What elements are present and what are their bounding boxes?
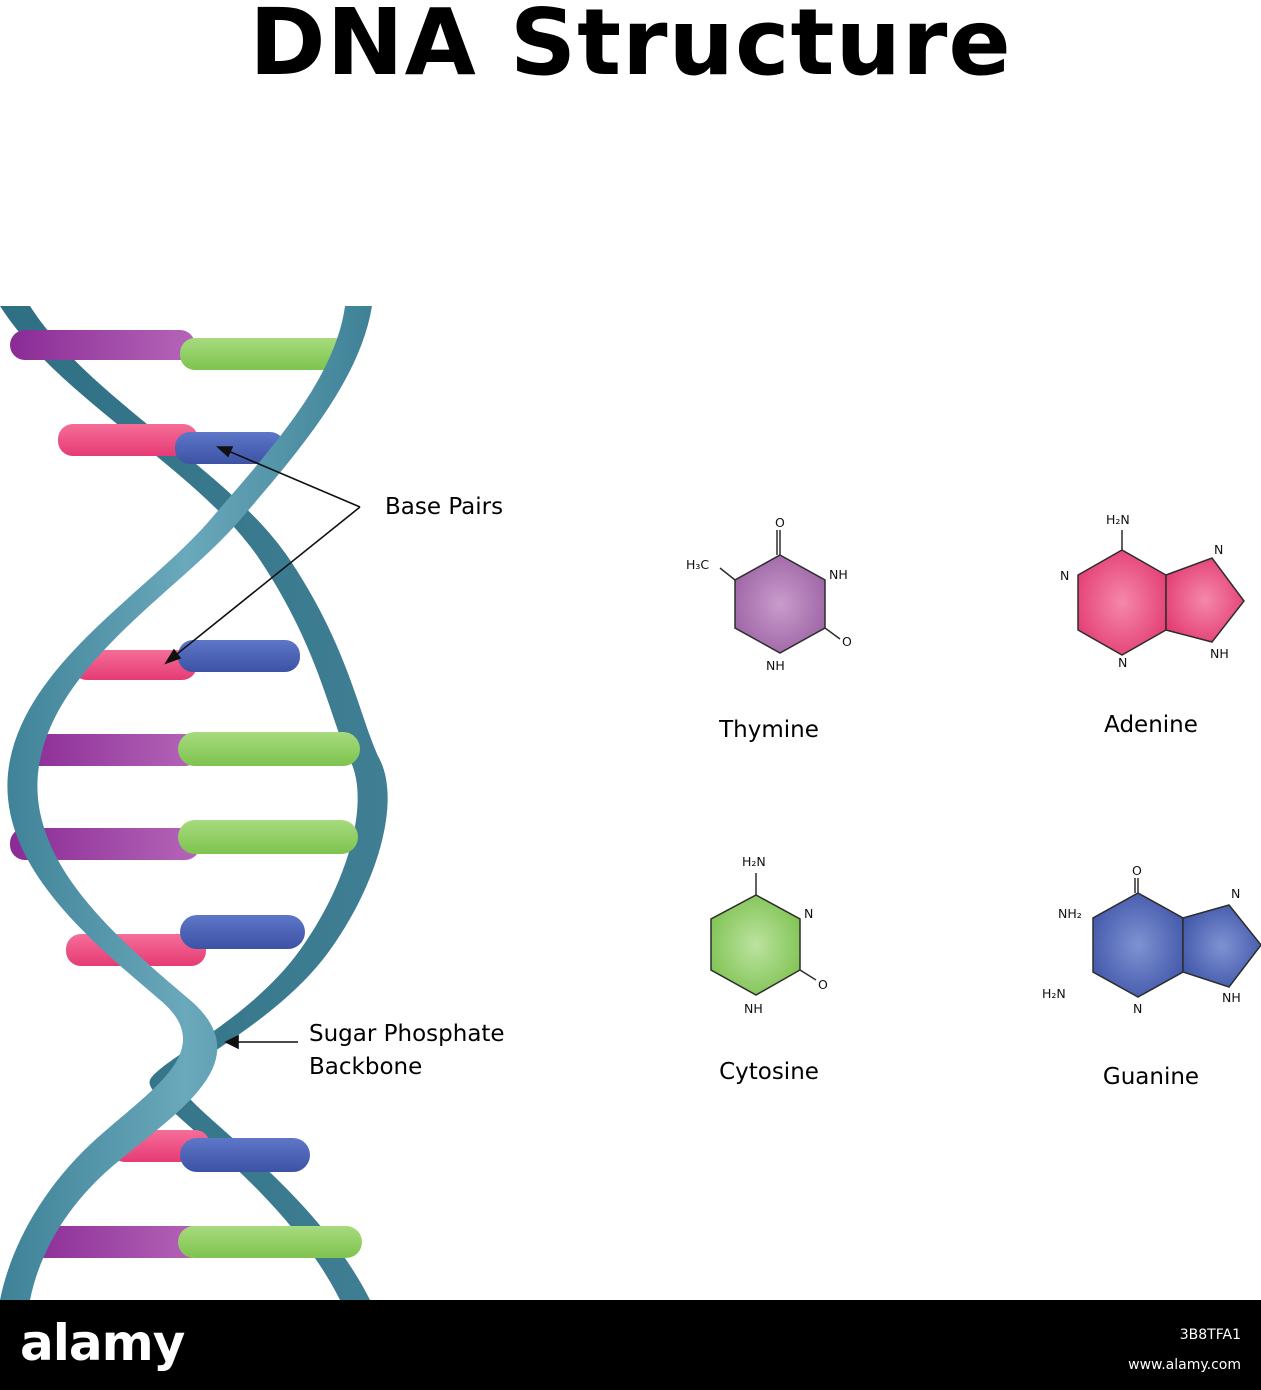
guanine-atom-h2n: H₂N	[1042, 986, 1066, 1001]
base-pair-3	[72, 640, 300, 680]
thymine-atom-o-top: O	[775, 515, 785, 530]
adenine-structure: H₂N N N N NH	[1060, 512, 1245, 670]
cytosine-atom-h2n: H₂N	[742, 854, 766, 869]
thymine-atom-nh-bottom: NH	[766, 658, 785, 673]
cytosine-atom-o: O	[818, 977, 828, 992]
base-pair-1	[10, 330, 350, 370]
base-pair-7	[110, 1130, 310, 1172]
footer-url: www.alamy.com	[1128, 1357, 1241, 1373]
guanine-atom-nh: NH	[1222, 990, 1241, 1005]
cytosine-atom-nh: NH	[744, 1001, 763, 1016]
base-pairs-arrows	[164, 446, 361, 665]
backbone-label-line1: Sugar Phosphate	[309, 1021, 505, 1047]
guanine-label: Guanine	[1102, 1064, 1200, 1090]
base-pair-5	[10, 820, 358, 860]
image-id: 3B8TFA1	[1179, 1327, 1241, 1343]
guanine-structure: O NH₂ H₂N N N NH	[1042, 863, 1261, 1016]
guanine-atom-o: O	[1132, 863, 1142, 878]
guanine-atom-n-top-right: N	[1231, 886, 1240, 901]
base-pair-4	[20, 732, 360, 766]
alamy-logo: alamy	[20, 1314, 185, 1372]
adenine-atom-nh: NH	[1210, 646, 1229, 661]
guanine-atom-n-bottom: N	[1133, 1001, 1142, 1016]
adenine-atom-n-bottom: N	[1118, 655, 1127, 670]
cytosine-structure: H₂N N O NH	[710, 854, 828, 1016]
adenine-label: Adenine	[1104, 712, 1198, 738]
base-pair-8	[24, 1226, 362, 1258]
thymine-atom-h3c: H₃C	[686, 557, 709, 572]
thymine-atom-nh: NH	[829, 567, 848, 582]
guanine-atom-nh2: NH₂	[1058, 906, 1082, 921]
adenine-atom-h2n: H₂N	[1106, 512, 1130, 527]
thymine-atom-o-right: O	[842, 634, 852, 649]
page-title: DNA Structure	[249, 0, 1012, 96]
backbone-strand-front	[0, 306, 372, 1300]
thymine-label: Thymine	[719, 717, 819, 743]
watermark-footer: alamy 3B8TFA1 www.alamy.com	[0, 1300, 1261, 1390]
backbone-arrow	[224, 1034, 298, 1050]
adenine-atom-n-top-right: N	[1214, 542, 1223, 557]
footer-info: 3B8TFA1 www.alamy.com	[1128, 1320, 1241, 1380]
thymine-structure: O NH O NH H₃C	[686, 515, 852, 673]
adenine-atom-n-left: N	[1060, 568, 1069, 583]
dna-diagram: O NH O NH H₃C H₂N N N N NH H₂N N O NH O …	[0, 306, 1261, 1300]
cytosine-atom-n: N	[804, 906, 813, 921]
base-pairs-label: Base Pairs	[385, 494, 504, 520]
cytosine-label: Cytosine	[719, 1059, 819, 1085]
backbone-label-line2: Backbone	[309, 1054, 423, 1080]
